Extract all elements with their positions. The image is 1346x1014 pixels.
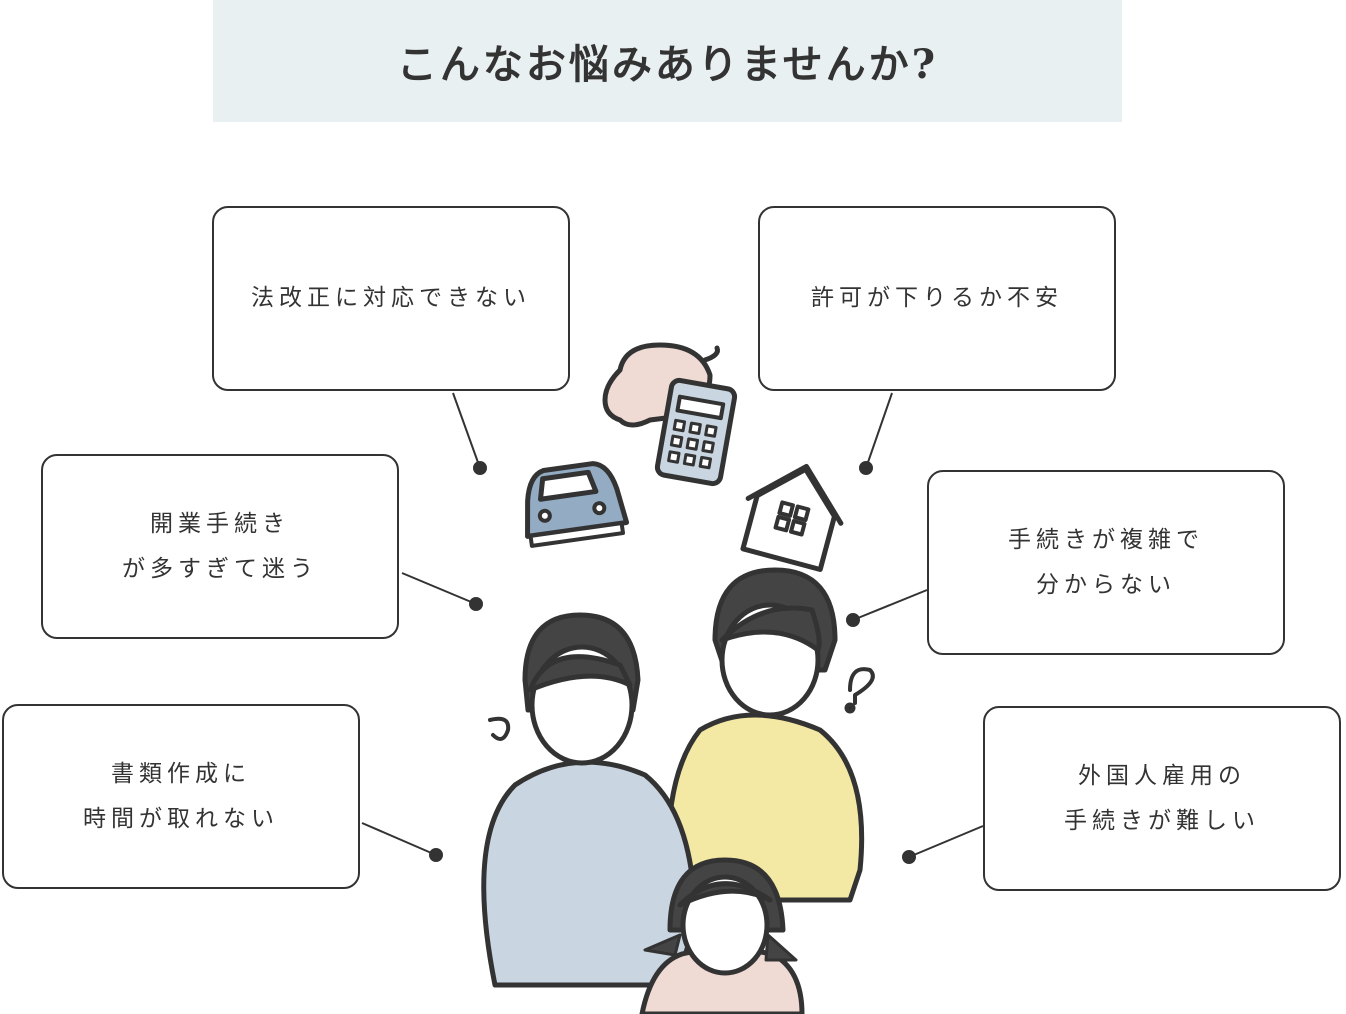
worry-bubble-law-revision: 法改正に対応できない [212,206,570,391]
woman-illustration [665,567,875,903]
car-icon [525,461,630,548]
bubble-text: 書類作成に [111,760,251,787]
bubble-text: が多すぎて迷う [122,555,318,582]
calculator-icon [654,377,738,487]
bubble-text: 手続きが難しい [1064,807,1260,834]
man-illustration [481,612,698,988]
worry-bubble-complex-procedures: 手続きが複雑で 分からない [927,470,1285,655]
bubble-text: 許可が下りるか不安 [811,285,1063,311]
girl-illustration [639,857,805,1014]
bubble-text: 分からない [1036,571,1176,598]
bubble-text: 外国人雇用の [1078,762,1246,789]
worry-bubble-permit: 許可が下りるか不安 [758,206,1116,391]
worry-bubble-documents: 書類作成に 時間が取れない [2,704,360,889]
bubble-tails [361,392,984,864]
bubble-text: 開業手続き [150,510,290,537]
worry-bubble-foreign-employment: 外国人雇用の 手続きが難しい [983,706,1341,891]
bubble-text: 時間が取れない [83,805,279,832]
page-title: こんなお悩みありませんか? [396,41,939,88]
bubble-text: 法改正に対応できない [251,285,531,311]
header-banner: こんなお悩みありませんか? [213,0,1122,122]
worry-bubble-opening-procedures: 開業手続き が多すぎて迷う [41,454,399,639]
bubble-text: 手続きが複雑で [1008,526,1204,553]
house-icon [740,463,844,573]
